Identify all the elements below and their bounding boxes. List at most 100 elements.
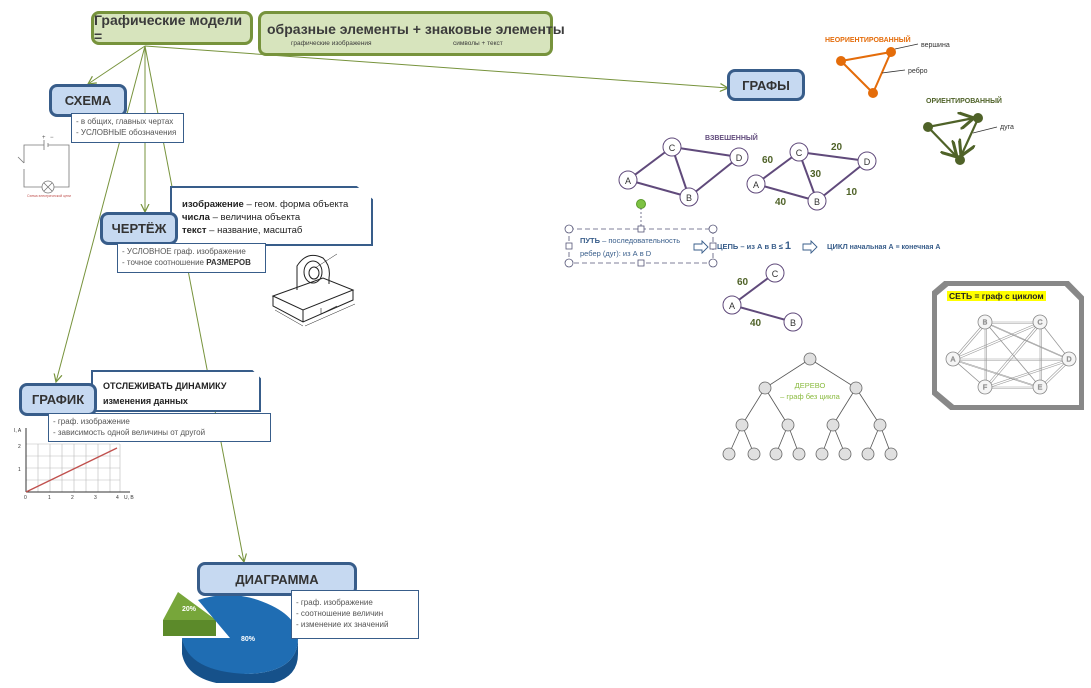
weight-label: 60 xyxy=(737,277,749,288)
weight-label: 10 xyxy=(846,187,858,198)
tree-node xyxy=(758,381,772,395)
drawing-callout-line: изображение – геом. форма объекта xyxy=(182,199,349,210)
svg-text:ЦЕПЬ – из А в В ≤ 1: ЦЕПЬ – из А в В ≤ 1 xyxy=(717,240,791,252)
rotate-handle[interactable] xyxy=(636,199,646,209)
network-node-label: A xyxy=(951,357,956,364)
connector-graphs xyxy=(144,45,728,88)
vertex-dot xyxy=(836,56,846,66)
resize-handle[interactable] xyxy=(637,259,645,267)
resize-handle[interactable] xyxy=(708,224,718,234)
small-tree-node-label: A xyxy=(729,301,735,311)
graph-plot-notes: - граф. изображение - зависимость одной … xyxy=(48,413,271,442)
tree-edge xyxy=(855,387,881,426)
chain-text: ЦЕПЬ – из А в В ≤ xyxy=(717,242,785,251)
cycle-bold: ЦИКЛ xyxy=(827,242,848,251)
plot-y-axis-label: I, A xyxy=(14,428,22,434)
graph-plot-callout-line: ОТСЛЕЖИВАТЬ ДИНАМИКУ xyxy=(103,381,227,391)
graph1-node-label: D xyxy=(736,153,743,163)
graph-plot-note: - зависимость одной величины от другой xyxy=(53,428,206,437)
graph1-node-label: B xyxy=(686,193,692,203)
weight-label: 40 xyxy=(775,197,787,208)
vertex-dot xyxy=(886,47,896,57)
graph-plot-callout: ОТСЛЕЖИВАТЬ ДИНАМИКУ изменения данных xyxy=(91,370,261,412)
drawing-note: - УСЛОВНОЕ граф. изображение xyxy=(122,247,246,256)
network-edge xyxy=(986,323,1042,389)
tree-node xyxy=(792,447,806,461)
tree-node xyxy=(884,447,898,461)
tree-label: ДЕРЕВО xyxy=(795,381,826,390)
main-title: Графические модели = xyxy=(94,12,243,44)
chart-notes: - граф. изображение - соотношение величи… xyxy=(291,590,419,639)
resize-handle[interactable] xyxy=(564,258,574,268)
schema-notes: - в общих, главных чертах - УСЛОВНЫЕ обо… xyxy=(71,113,184,143)
plot-y-tick: 2 xyxy=(18,444,21,450)
graph-plot-node[interactable]: ГРАФИК xyxy=(19,383,97,416)
tree-edge xyxy=(764,387,789,426)
weight-label: 20 xyxy=(831,142,843,153)
graph2-node-label: B xyxy=(814,197,820,207)
network-edge xyxy=(984,321,1041,388)
resize-handle[interactable] xyxy=(637,225,645,233)
line-plot-icon: I, A U, B 0 1 2 3 4 1 2 xyxy=(14,428,134,501)
pie-slice-20 xyxy=(163,592,216,620)
svg-text:+: + xyxy=(42,135,46,141)
schema-title: СХЕМА xyxy=(64,93,112,108)
network-edge xyxy=(954,323,987,361)
tree-node xyxy=(747,447,761,461)
weight-label: 40 xyxy=(750,318,762,329)
weight-label: 60 xyxy=(762,155,774,166)
graph1-node-label: C xyxy=(669,143,676,153)
plot-y-tick: 1 xyxy=(18,467,21,473)
chart-note: - граф. изображение xyxy=(296,598,373,607)
tree-edge xyxy=(809,358,857,389)
arrow-right-icon xyxy=(693,239,709,255)
svg-text:ЦИКЛ начальная А ≡ конечная А: ЦИКЛ начальная А ≡ конечная А xyxy=(827,242,940,251)
tree-edge xyxy=(832,387,857,426)
weighted-label: ВЗВЕШЕННЫЙ xyxy=(705,133,758,142)
plot-line xyxy=(25,447,118,493)
tree-edge xyxy=(741,387,766,426)
chain-num: 1 xyxy=(785,240,791,252)
cycle-rest: начальная А ≡ конечная А xyxy=(848,244,941,251)
network-node xyxy=(977,379,993,395)
tree-node xyxy=(803,352,817,366)
arrow-right-icon xyxy=(802,239,818,255)
drawing-title: ЧЕРТЁЖ xyxy=(111,221,167,236)
network-node-label: B xyxy=(983,320,988,327)
arc-label: дуга xyxy=(1000,124,1014,131)
schema-note: - УСЛОВНЫЕ обозначения xyxy=(76,128,177,137)
technical-drawing-icon xyxy=(271,253,356,327)
connector-schema xyxy=(88,45,146,84)
schema-note: - в общих, главных чертах xyxy=(76,117,174,126)
network-edge xyxy=(954,323,1042,361)
network-node xyxy=(1032,379,1048,395)
svg-text:−: − xyxy=(50,135,54,141)
tree-node xyxy=(861,447,875,461)
resize-handle[interactable] xyxy=(564,224,574,234)
graph-plot-title: ГРАФИК xyxy=(31,392,85,407)
graph2-node-label: C xyxy=(796,148,803,158)
formula-text: образные элементы + знаковые элементы xyxy=(267,21,565,37)
graphs-node[interactable]: ГРАФЫ xyxy=(727,69,805,101)
tree-edge xyxy=(764,358,811,389)
main-title-box: Графические модели = xyxy=(91,11,253,45)
graph-plot-callout-line: изменения данных xyxy=(103,396,188,406)
resize-handle[interactable] xyxy=(709,242,717,250)
drawing-callout-line: текст – название, масштаб xyxy=(182,225,303,236)
small-tree-node-label: B xyxy=(790,318,796,328)
graph-plot-note: - граф. изображение xyxy=(53,417,130,426)
circuit-icon: + − Схема электрической цепи xyxy=(17,135,71,198)
graphs-title: ГРАФЫ xyxy=(742,77,790,93)
resize-handle[interactable] xyxy=(708,258,718,268)
drawing-callout: изображение – геом. форма объекта числа … xyxy=(170,186,373,246)
drawing-callout-line: числа – величина объекта xyxy=(182,212,301,223)
graph2-node-label: A xyxy=(753,180,759,190)
network-node xyxy=(977,314,993,330)
network-node-label: F xyxy=(983,385,987,392)
path-bold: ПУТЬ xyxy=(580,236,601,245)
chart-node[interactable]: ДИАГРАММА xyxy=(197,562,357,596)
network-label: СЕТЬ = граф с циклом xyxy=(947,291,1046,301)
resize-handle[interactable] xyxy=(565,242,573,250)
